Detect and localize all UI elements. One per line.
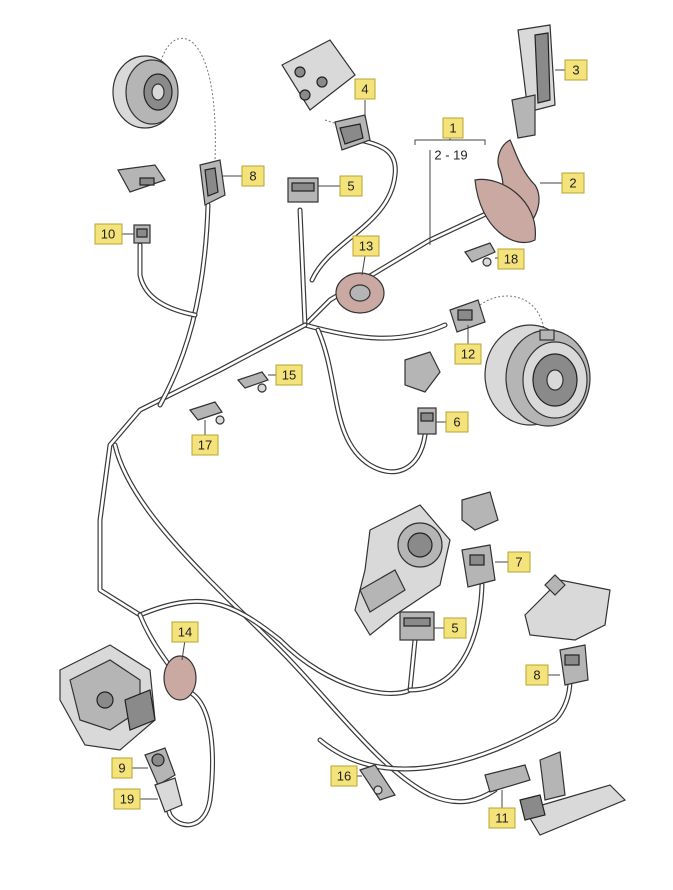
hinge-plate-icon [281,39,356,111]
svg-text:17: 17 [198,438,212,453]
label-15: 15 [275,364,303,386]
clip-18-icon [464,242,496,267]
bracket-icon [404,351,441,393]
label-1-bracket [414,139,486,145]
label-19: 19 [113,788,141,810]
label-12: 12 [454,343,482,365]
connector-housing-icon [117,164,166,193]
connector-7-icon [461,544,496,588]
svg-text:12: 12 [461,347,475,362]
clip-17-icon [188,401,225,425]
connector-8-top-icon [199,159,226,206]
loudspeaker-top-icon [112,55,179,129]
connector-10-icon [133,224,151,244]
door-lock-icon [59,644,156,751]
label-6: 6 [445,411,469,433]
wire-harness [97,137,573,828]
svg-text:3: 3 [572,63,579,78]
label-8-top: 8 [241,165,265,187]
svg-text:13: 13 [359,239,373,254]
door-handle-icon [519,751,627,836]
label-5-bottom: 5 [443,617,467,639]
connector-4-icon [334,114,371,151]
svg-text:2: 2 [569,176,576,191]
connector-3-plug-icon [511,24,556,139]
svg-text:4: 4 [361,82,368,97]
label-2: 2 [561,172,585,194]
svg-text:5: 5 [451,621,458,636]
connector-5-bottom-icon [399,611,435,641]
svg-text:16: 16 [337,769,351,784]
svg-text:19: 19 [120,792,134,807]
label-1-range: 2 - 19 [434,148,467,163]
grommet-13-icon [335,272,385,314]
label-4: 4 [354,78,376,100]
label-3: 3 [564,59,588,81]
svg-text:11: 11 [495,811,509,826]
svg-text:18: 18 [504,252,518,267]
label-8-bottom: 8 [525,664,549,686]
svg-text:15: 15 [282,368,296,383]
label-10: 10 [94,223,123,245]
svg-text:8: 8 [533,668,540,683]
svg-text:10: 10 [101,227,115,242]
speaker-cable-right [479,295,546,336]
connector-5-top-icon [287,177,319,203]
relay-bracket-icon [461,491,499,531]
control-unit-icon [524,574,611,641]
svg-text:6: 6 [453,415,460,430]
svg-text:14: 14 [178,625,192,640]
connector-12-icon [449,299,486,333]
window-motor-icon [354,504,451,636]
grommet-2-icon [474,139,540,244]
connector-9-icon [144,747,176,786]
grommet-14-icon [163,655,197,701]
clip-16-icon [359,764,396,801]
sleeve-19-icon [154,777,183,813]
connector-6-icon [417,407,437,435]
label-17: 17 [191,434,219,456]
loudspeaker-right-icon [484,324,591,427]
label-5-top: 5 [339,175,363,197]
svg-text:1: 1 [449,121,456,136]
connector-11-icon [484,764,531,793]
label-11: 11 [488,807,516,829]
clip-15-icon [236,371,269,393]
svg-text:7: 7 [515,555,522,570]
speaker-cable-top [159,37,216,161]
svg-text:5: 5 [347,179,354,194]
label-16: 16 [330,765,358,787]
connector-8-bottom-icon [559,644,589,686]
label-7: 7 [507,551,531,573]
label-9: 9 [111,757,133,779]
label-13: 13 [352,235,380,257]
label-14: 14 [171,621,199,643]
svg-text:8: 8 [249,169,256,184]
svg-text:9: 9 [118,761,125,776]
label-18: 18 [497,248,525,270]
label-1: 1 [442,117,464,139]
